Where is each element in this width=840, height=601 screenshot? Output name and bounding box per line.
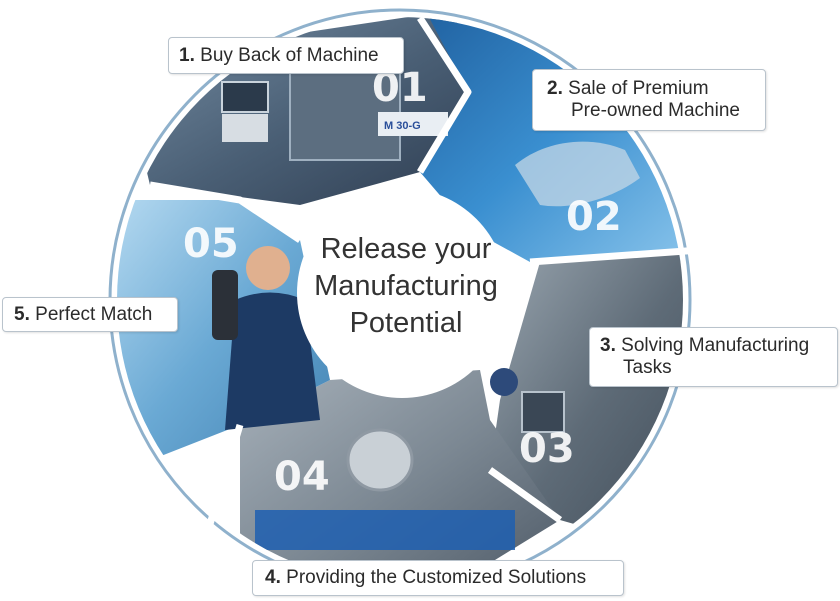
segment-dividers (149, 16, 701, 592)
step-3-label: 3. Solving Manufacturing Tasks (589, 327, 838, 387)
step-5-label: 5. Perfect Match (2, 297, 178, 332)
step-1-title: Buy Back of Machine (200, 45, 379, 66)
worker-figure (490, 368, 518, 396)
center-title-line-1: Release your (320, 233, 492, 265)
step-4-label: 4. Providing the Customized Solutions (252, 560, 624, 596)
handshake-shape (515, 141, 640, 207)
machine-badge: M 30-G (384, 120, 421, 132)
pendant-controller (212, 270, 238, 340)
step-2-title-line-1: Sale of Premium (568, 78, 709, 99)
step-1-number: 1. (179, 45, 195, 66)
step-4-number: 4. (265, 567, 281, 588)
step-5-number: 5. (14, 304, 30, 325)
step-2-label: 2. Sale of Premium Pre-owned Machine (532, 69, 766, 131)
operator-body (225, 292, 320, 430)
step-3-title-line-2: Tasks (623, 357, 672, 378)
segment-number-04: 04 (274, 454, 330, 500)
control-panel-keys (222, 114, 268, 142)
control-panel-screen (221, 81, 269, 113)
step-1-label: 1. Buy Back of Machine (168, 37, 404, 74)
step-5-title: Perfect Match (35, 304, 153, 325)
machine-badge-plate (378, 112, 448, 136)
step-2-number: 2. (547, 78, 563, 99)
step-2-title-line-2: Pre-owned Machine (571, 100, 740, 121)
step-3-number: 3. (600, 335, 616, 356)
operator-head (246, 246, 290, 290)
operator-panel (521, 391, 565, 433)
center-circle (297, 188, 507, 398)
segment-number-03: 03 (519, 426, 575, 472)
step-4-title: Providing the Customized Solutions (286, 567, 587, 588)
lathe-bed (255, 510, 515, 550)
center-title: Release your Manufacturing Potential (296, 231, 516, 343)
segment-number-05: 05 (183, 221, 239, 267)
lathe-chuck (346, 428, 414, 492)
segment-number-02: 02 (566, 194, 622, 240)
center-title-line-2: Manufacturing (314, 270, 498, 302)
step-3-title-line-1: Solving Manufacturing (621, 335, 810, 356)
center-title-line-3: Potential (349, 307, 463, 339)
